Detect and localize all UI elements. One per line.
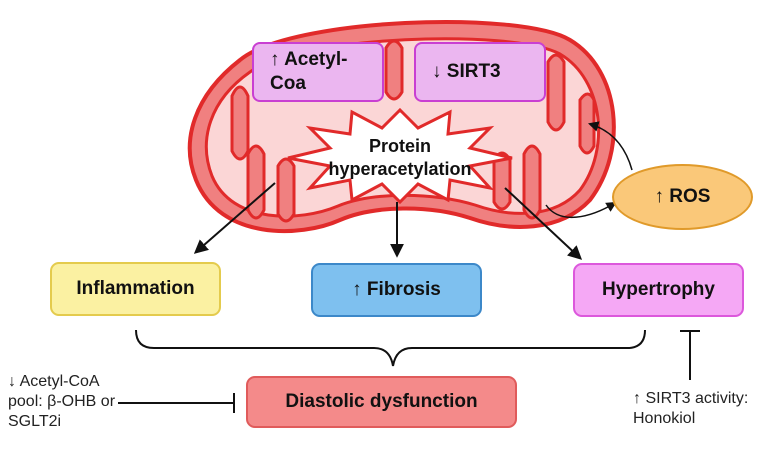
ros-label: ↑ ROS	[654, 186, 711, 207]
hypertrophy-box: Hypertrophy	[573, 263, 744, 317]
sirt3-box: ↓ SIRT3	[414, 42, 546, 102]
diastolic-dysfunction-label: Diastolic dysfunction	[285, 391, 478, 412]
fibrosis-label: ↑ Fibrosis	[352, 279, 441, 300]
protein-hyperacetylation-box: Protein hyperacetylation	[305, 130, 495, 186]
arrow-to-inflammation	[193, 182, 276, 254]
inhibition-right	[680, 330, 700, 380]
hypertrophy-label: Hypertrophy	[602, 279, 715, 300]
outcomes-bracket	[135, 329, 646, 367]
fibrosis-box: ↑ Fibrosis	[311, 263, 482, 317]
sirt3-label: ↓ SIRT3	[432, 61, 501, 82]
right-intervention-note: ↑ SIRT3 activity: Honokiol	[633, 390, 749, 427]
left-intervention-note: ↓ Acetyl-CoA pool: β-OHB or SGLT2i	[8, 373, 116, 430]
cristae-top	[230, 39, 596, 161]
arrow-ros-to-mito	[587, 121, 633, 171]
arrow-to-hypertrophy	[504, 187, 583, 260]
acetyl-coa-box: ↑ Acetyl-Coa	[252, 42, 384, 102]
inflammation-label: Inflammation	[76, 278, 195, 299]
ros-ellipse: ↑ ROS	[612, 164, 753, 230]
protein-hyperacetylation-label: Protein hyperacetylation	[328, 135, 472, 179]
diastolic-dysfunction-box: Diastolic dysfunction	[246, 376, 517, 428]
arrow-mito-to-ros	[545, 201, 617, 219]
protein-starburst	[287, 107, 513, 205]
acetyl-coa-label: ↑ Acetyl-Coa	[270, 49, 348, 94]
inhibition-left	[118, 393, 235, 413]
inflammation-box: Inflammation	[50, 262, 221, 316]
cristae-bottom	[246, 144, 542, 223]
